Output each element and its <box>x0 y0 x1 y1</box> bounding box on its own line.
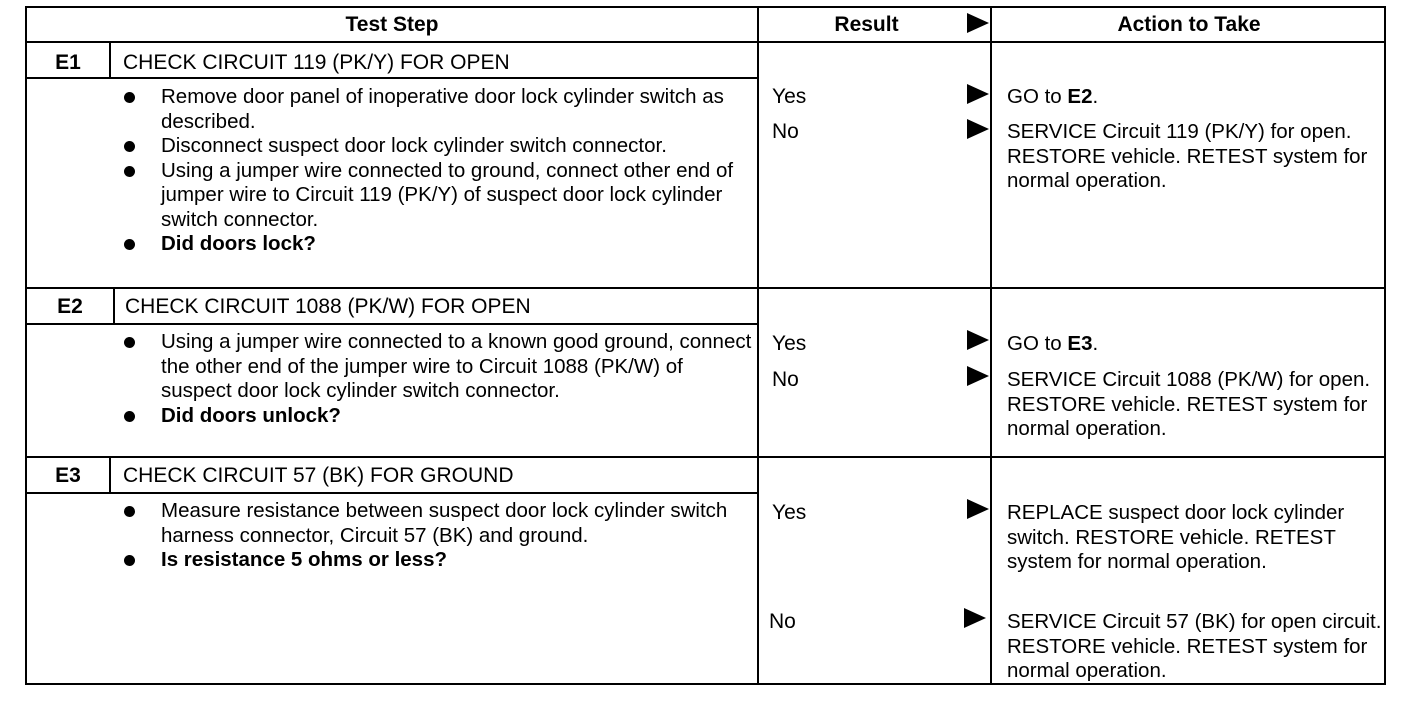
code-divider-e3 <box>109 458 111 492</box>
step-title-e3: CHECK CIRCUIT 57 (BK) FOR GROUND <box>123 464 514 487</box>
action-no-e3: SERVICE Circuit 57 (BK) for open circuit… <box>1007 610 1382 682</box>
code-divider-e2 <box>113 289 115 323</box>
header-arrow-icon <box>967 13 989 33</box>
arrow-icon <box>967 119 989 139</box>
arrow-icon <box>967 84 989 104</box>
result-no-e1: No <box>772 120 799 143</box>
arrow-icon <box>967 499 989 519</box>
step-title-e1: CHECK CIRCUIT 119 (PK/Y) FOR OPEN <box>123 51 510 74</box>
row-divider-e2 <box>27 456 1384 458</box>
step-bullets-e1: Remove door panel of inoperative door lo… <box>115 85 755 257</box>
bullet-question: Did doors lock? <box>115 232 755 257</box>
step-code-e2: E2 <box>57 295 83 318</box>
result-yes-e3: Yes <box>772 501 807 524</box>
bullet-item: Measure resistance between suspect door … <box>115 499 755 548</box>
col-divider-action <box>990 8 992 683</box>
header-divider <box>27 41 1384 43</box>
code-divider-e1 <box>109 43 111 77</box>
arrow-icon <box>967 330 989 350</box>
arrow-icon <box>967 366 989 386</box>
col-divider-result <box>757 8 759 683</box>
bullet-item: Remove door panel of inoperative door lo… <box>115 85 755 134</box>
result-yes-e2: Yes <box>772 332 807 355</box>
result-no-e2: No <box>772 368 799 391</box>
row-divider-e1 <box>27 287 1384 289</box>
action-yes-e2: GO to E3. <box>1007 332 1099 355</box>
step-bullets-e2: Using a jumper wire connected to a known… <box>115 330 755 428</box>
action-yes-e1: GO to E2. <box>1007 85 1099 108</box>
action-yes-e3: REPLACE suspect door lock cylinder switc… <box>1007 501 1345 573</box>
bullet-question: Is resistance 5 ohms or less? <box>115 548 755 573</box>
step-title-e2: CHECK CIRCUIT 1088 (PK/W) FOR OPEN <box>125 295 531 318</box>
action-no-e2: SERVICE Circuit 1088 (PK/W) for open. RE… <box>1007 368 1371 440</box>
header-action: Action to Take <box>1117 13 1261 36</box>
title-underline-e2 <box>27 323 757 325</box>
arrow-icon <box>964 608 986 628</box>
step-code-e1: E1 <box>55 51 81 74</box>
header-result: Result <box>834 13 899 36</box>
bullet-question: Did doors unlock? <box>115 404 755 429</box>
result-no-e3: No <box>769 610 796 633</box>
title-underline-e1 <box>27 77 757 79</box>
step-bullets-e3: Measure resistance between suspect door … <box>115 499 755 573</box>
header-test-step: Test Step <box>345 13 439 36</box>
title-underline-e3 <box>27 492 757 494</box>
action-no-e1: SERVICE Circuit 119 (PK/Y) for open. RES… <box>1007 120 1368 192</box>
result-yes-e1: Yes <box>772 85 807 108</box>
bullet-item: Disconnect suspect door lock cylinder sw… <box>115 134 755 159</box>
step-code-e3: E3 <box>55 464 81 487</box>
bullet-item: Using a jumper wire connected to ground,… <box>115 159 755 233</box>
diagnostic-table: Test Step Result Action to Take E1 CHECK… <box>25 6 1386 685</box>
bullet-item: Using a jumper wire connected to a known… <box>115 330 755 404</box>
